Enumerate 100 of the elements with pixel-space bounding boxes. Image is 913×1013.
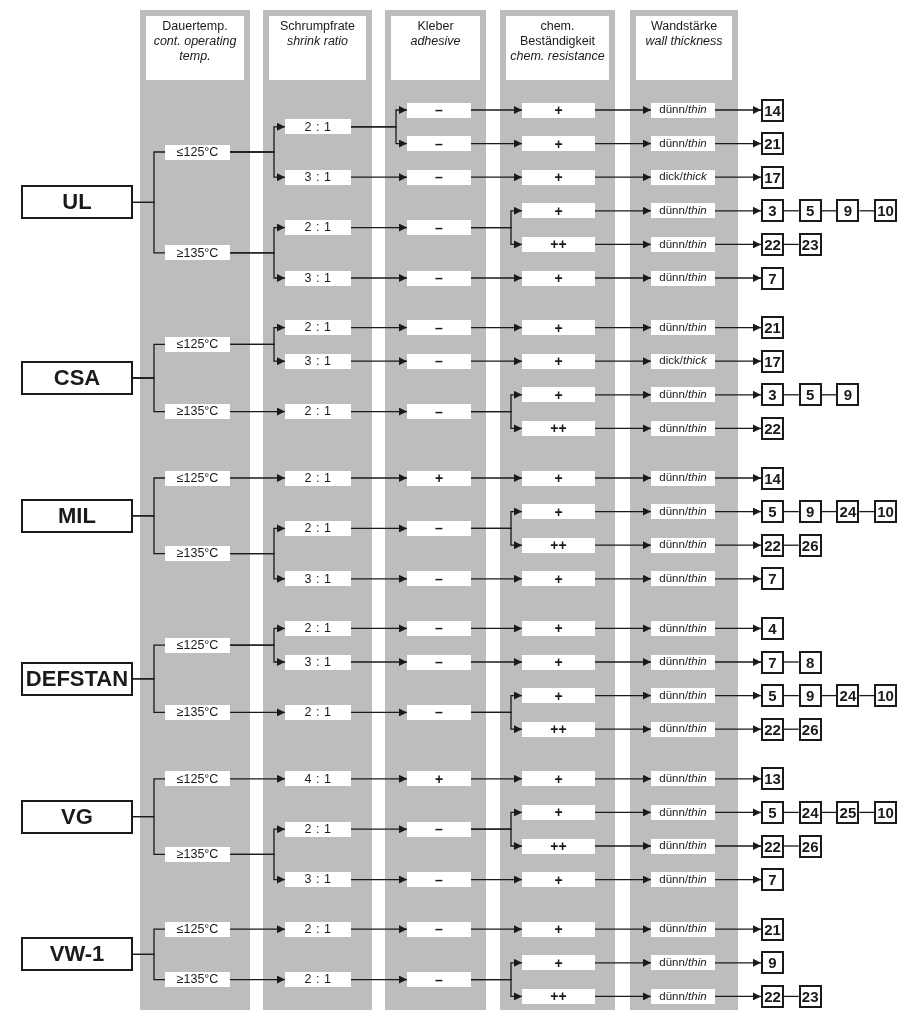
- connector-arrow: [594, 541, 652, 550]
- reference-number-box: 26: [798, 533, 822, 557]
- reference-number-box: 21: [761, 917, 784, 941]
- resistance-box: +: [522, 320, 595, 336]
- standard-box: UL: [21, 185, 133, 220]
- column-heading: Wandstärke: [650, 19, 718, 34]
- connector-arrow: [594, 173, 652, 182]
- reference-number-box: 5: [798, 199, 822, 223]
- resistance-box: +: [522, 353, 595, 369]
- temperature-box: ≥135°C: [165, 245, 230, 261]
- ratio-box: 2 : 1: [285, 821, 351, 837]
- connector-arrow: [350, 323, 408, 332]
- reference-number-box: 21: [761, 132, 784, 156]
- connector-arrow: [714, 357, 762, 366]
- reference-number-box: 21: [761, 316, 784, 340]
- resistance-box: +: [522, 387, 595, 403]
- connector-arrow: [470, 978, 523, 1001]
- adhesive-box: –: [407, 520, 471, 536]
- connector-arrow: [229, 644, 286, 666]
- connector-arrow: [594, 274, 652, 282]
- connector-arrow: [714, 274, 762, 282]
- column-band: [630, 10, 738, 1010]
- reference-number-box: 14: [761, 466, 784, 490]
- resistance-box: +: [522, 654, 595, 670]
- column-band: [263, 10, 372, 1010]
- thickness-box: dünn/thin: [651, 102, 715, 118]
- resistance-box: +: [522, 102, 595, 118]
- connector-line: [132, 377, 166, 413]
- connector-arrow: [229, 853, 286, 884]
- connector-arrow: [594, 992, 652, 1001]
- connector-arrow: [594, 574, 652, 583]
- ratio-box: 2 : 1: [285, 704, 351, 720]
- reference-number-box: 24: [836, 684, 860, 708]
- connector-arrow: [350, 173, 408, 182]
- connector-arrow: [350, 357, 408, 366]
- connector-arrow: [594, 507, 652, 516]
- adhesive-box: –: [407, 620, 471, 636]
- connector-arrow: [350, 274, 408, 282]
- reference-number-box: 14: [761, 98, 784, 122]
- connector-arrow: [594, 725, 652, 734]
- connector-arrow: [350, 825, 408, 834]
- reference-number-box: 25: [836, 800, 860, 824]
- resistance-box: ++: [522, 721, 595, 737]
- resistance-box: +: [522, 504, 595, 520]
- ratio-box: 2 : 1: [285, 620, 351, 636]
- reference-number-box: 10: [874, 199, 898, 223]
- reference-number-box: 5: [798, 383, 822, 407]
- standard-box: VG: [21, 799, 133, 834]
- connector-arrow: [594, 691, 652, 700]
- reference-number-box: 10: [874, 500, 898, 524]
- connector-arrow: [350, 774, 408, 783]
- connector-arrow: [470, 474, 523, 482]
- thickness-box: dünn/thin: [651, 420, 715, 436]
- reference-number-box: 5: [761, 684, 784, 708]
- connector-arrow: [470, 527, 523, 550]
- resistance-box: +: [522, 571, 595, 587]
- standard-box: DEFSTAN: [21, 661, 133, 696]
- reference-number-box: 5: [761, 800, 784, 824]
- connector-arrow: [470, 624, 523, 633]
- column-subheading: shrink ratio: [286, 34, 349, 49]
- connector-arrow: [594, 474, 652, 482]
- reference-number-box: 13: [761, 767, 784, 791]
- connector-arrow: [594, 875, 652, 884]
- adhesive-box: –: [407, 270, 471, 286]
- connector-arrow: [594, 206, 652, 215]
- connector-line: [132, 953, 166, 981]
- connector-arrow: [470, 139, 523, 148]
- reference-number-box: 9: [836, 383, 860, 407]
- column-heading: Schrumpfrate: [280, 19, 355, 34]
- resistance-box: ++: [522, 838, 595, 854]
- connector-arrow: [594, 925, 652, 934]
- connector-arrow: [470, 711, 523, 734]
- temperature-box: ≤125°C: [165, 336, 230, 352]
- connector-line: [132, 815, 166, 856]
- ratio-box: 3 : 1: [285, 571, 351, 587]
- ratio-box: 3 : 1: [285, 270, 351, 286]
- temperature-box: ≤125°C: [165, 470, 230, 486]
- column-band: [500, 10, 615, 1010]
- connector-arrow: [350, 875, 408, 884]
- ratio-box: 3 : 1: [285, 353, 351, 369]
- adhesive-box: –: [407, 654, 471, 670]
- connector-arrow: [594, 139, 652, 148]
- connector-arrow: [350, 407, 408, 416]
- resistance-box: ++: [522, 420, 595, 436]
- thickness-box: dünn/thin: [651, 470, 715, 486]
- resistance-box: +: [522, 620, 595, 636]
- connector-arrow: [229, 774, 286, 783]
- reference-number-box: 7: [761, 266, 784, 290]
- connector-arrow: [350, 925, 408, 934]
- connector-arrow: [714, 958, 762, 967]
- standard-box: CSA: [21, 361, 133, 395]
- ratio-box: 2 : 1: [285, 119, 351, 135]
- resistance-box: +: [522, 203, 595, 219]
- connector-arrow: [714, 240, 762, 249]
- connector-arrow: [714, 139, 762, 148]
- temperature-box: ≤125°C: [165, 144, 230, 160]
- ratio-box: 4 : 1: [285, 771, 351, 787]
- temperature-box: ≤125°C: [165, 771, 230, 787]
- connector-arrow: [714, 507, 762, 516]
- connector-arrow: [594, 774, 652, 783]
